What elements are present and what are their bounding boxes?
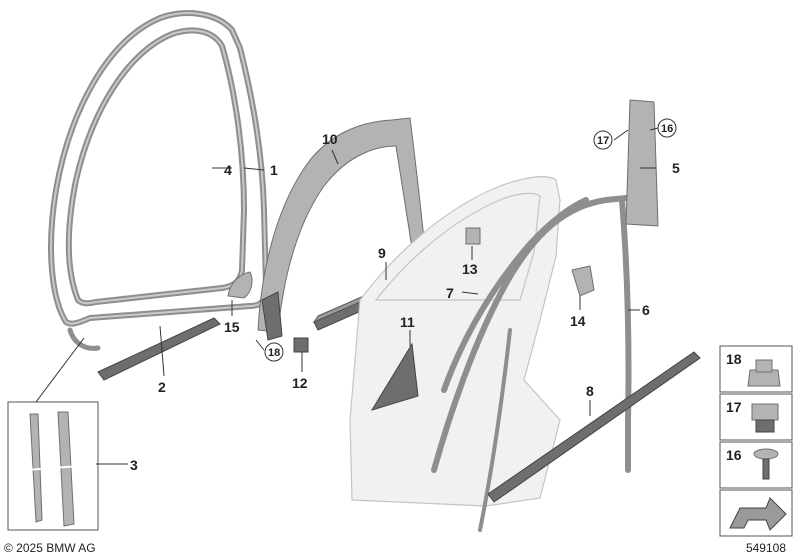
copyright-notice: © 2025 BMW AG xyxy=(4,541,96,555)
callout-14: 14 xyxy=(570,313,586,329)
mirror-triangle-trim xyxy=(370,342,419,411)
callout-11: 11 xyxy=(400,314,415,330)
callout-3: 3 xyxy=(130,457,138,473)
small-clip xyxy=(293,337,309,353)
callout-13: 13 xyxy=(462,261,478,277)
bracket-13 xyxy=(465,227,481,245)
callout-12: 12 xyxy=(292,375,308,391)
door-seal-inner xyxy=(65,27,247,351)
circled-callout-16: 16 xyxy=(657,118,677,138)
callout-10: 10 xyxy=(322,131,338,147)
circled-callout-17: 17 xyxy=(593,130,613,150)
callout-4: 4 xyxy=(224,162,232,178)
callout-5: 5 xyxy=(672,160,680,176)
bracket-14 xyxy=(571,265,595,297)
orientation-arrow-box xyxy=(719,489,793,537)
legend-label-16: 16 xyxy=(726,447,742,463)
sill-seal-strip xyxy=(97,317,221,381)
callout-2: 2 xyxy=(158,379,166,395)
a-pillar-trim xyxy=(257,117,425,341)
legend-label-17: 17 xyxy=(726,399,742,415)
circled-callout-17-label: 17 xyxy=(597,135,609,147)
circled-callout-18-label: 18 xyxy=(268,347,280,359)
inset-detail-box xyxy=(7,401,99,531)
legend-item-18: 18 xyxy=(719,345,793,393)
callout-15: 15 xyxy=(224,319,240,335)
leader-lines xyxy=(35,127,659,465)
lower-weatherstrip xyxy=(487,351,701,503)
callout-1: 1 xyxy=(270,162,278,178)
legend-item-17: 17 xyxy=(719,393,793,441)
diagram-number: 549108 xyxy=(745,541,786,555)
legend-label-18: 18 xyxy=(726,351,742,367)
callout-9: 9 xyxy=(378,245,386,261)
door-seal-outer xyxy=(48,10,269,327)
circled-callout-18: 18 xyxy=(264,342,284,362)
b-pillar-trim xyxy=(625,99,659,227)
door-shell xyxy=(349,176,561,507)
legend-item-16: 16 xyxy=(719,441,793,489)
callout-7: 7 xyxy=(446,285,454,301)
callout-6: 6 xyxy=(642,302,650,318)
cover-cap xyxy=(227,271,253,299)
circled-callout-16-label: 16 xyxy=(661,123,673,135)
callout-8: 8 xyxy=(586,383,594,399)
